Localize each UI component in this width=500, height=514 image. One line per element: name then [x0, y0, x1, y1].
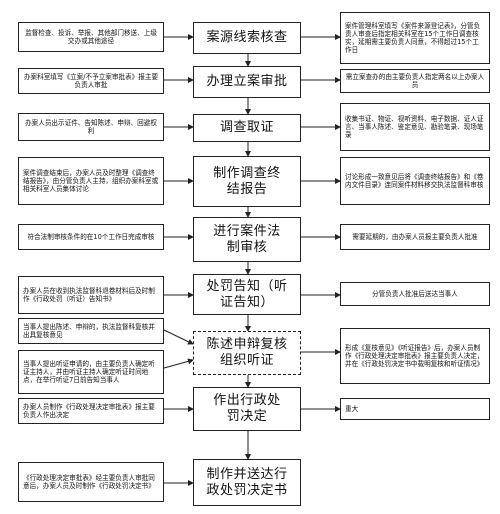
step1-main-box: 案源线索核查 — [193, 22, 301, 54]
step5-note-box: 需要延期的，由办案人员报主要负责人批准 — [340, 224, 490, 250]
step2-source-box: 办案科室填写《立案/不予立案审批表》报主要负责人审批 — [18, 68, 164, 94]
step6-note-box: 分管负责人批准后送达当事人 — [340, 282, 490, 306]
step4-source-box: 案件调查结束后，办案人员及时整理《调查终结报告》，由分管负责人主持，组织办案科室… — [18, 157, 164, 205]
left-connector-7a — [163, 329, 194, 345]
step1-note-box: 案件管理科室填写《案件来源登记表》，分管负责人审查后指定相关科室在15个工作日调… — [340, 12, 490, 64]
step6-source-box: 办案人员在收到执法监督科退卷材料后及时制作《行政处罚（听证）告知书》 — [18, 276, 164, 314]
step7-note-box: 形成《复核意见》《听证报告》后，办案人员制作《行政处理决定审批表》报主要负责人决… — [340, 328, 490, 384]
step2-note-box: 需立案查办的由主要负责人指定两名以上办案人员 — [340, 69, 490, 93]
step7-hearing-box: 当事人提出听证申请的，由主要负责人确定听证主持人，并由听证主持人确定听证时间地点… — [18, 350, 164, 394]
step4-note-box: 讨论形成一致意见后将《调查终结报告》和《卷内文件目录》连同案件材料移交执法监督科… — [340, 157, 490, 205]
left-connector-7b — [163, 358, 194, 369]
step4-main-box: 制作调查终结报告 — [193, 156, 301, 207]
step5-main-box: 进行案件法制审核 — [193, 217, 301, 262]
step8-source-box: 办案人员制作《行政处理决定审批表》报主要负责人作出决定 — [18, 398, 164, 424]
step7-statement-box: 当事人提出陈述、申辩的，执法监督科复核并出具复核意见 — [18, 318, 164, 344]
step3-main-box: 调查取证 — [193, 114, 301, 142]
step9-source-box: 《行政处理决定审批表》经主要负责人审批同意后，办案人员及时制作《行政处罚决定书》 — [18, 462, 164, 502]
step8-main-box: 作出行政处罚决定 — [193, 387, 301, 431]
step3-note-box: 收集书证、物证、视听资料、电子数据、证人证言、当事人陈述、鉴定意见、勘验笔录、现… — [340, 103, 490, 151]
step2-main-box: 办理立案审批 — [193, 66, 301, 98]
step7-main-box: 陈述申辩复核组织听证 — [193, 331, 301, 375]
step6-main-box: 处罚告知（听证告知） — [193, 274, 301, 315]
step3-source-box: 办案人员出示证件、告知陈述、申辩、回避权利 — [18, 113, 164, 141]
step5-source-box: 符合法制审核条件的在10个工作日完成审核 — [18, 224, 164, 250]
step1-source-box: 监督检查、投诉、举报、其他部门移送、上级交办或其他途径 — [18, 22, 164, 52]
step8-note-box: 重大 — [340, 398, 490, 420]
step9-main-box: 制作并送达行政处罚决定书 — [193, 459, 301, 506]
